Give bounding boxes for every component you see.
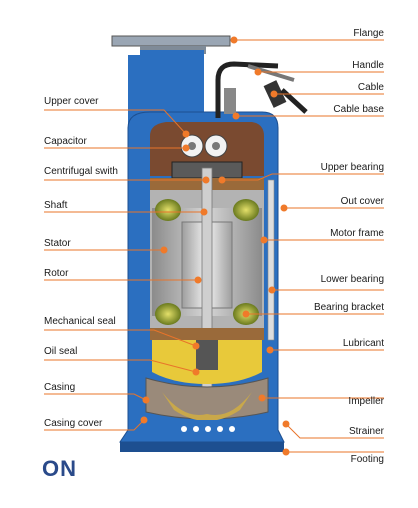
handle — [215, 61, 295, 118]
label-capacitor: Capacitor — [44, 136, 87, 147]
support-rod — [267, 179, 275, 341]
label-footing: Footing — [350, 454, 384, 465]
footing — [120, 442, 284, 452]
label-lower-bearing: Lower bearing — [320, 274, 384, 285]
label-lubricant: Lubricant — [342, 338, 384, 349]
label-centrifugal-switch: Centrifugal swith — [44, 166, 118, 177]
bearing-bracket — [150, 328, 264, 340]
label-cable: Cable — [357, 82, 384, 93]
label-casing: Casing — [44, 382, 76, 393]
strainer — [150, 420, 264, 438]
stator-windings — [155, 199, 259, 325]
label-motor-frame: Motor frame — [330, 228, 384, 239]
label-mechanical-seal: Mechanical seal — [44, 316, 116, 327]
label-rotor: Rotor — [44, 268, 69, 279]
label-impeller: Impeller — [348, 396, 384, 407]
label-oil-seal: Oil seal — [44, 346, 78, 357]
label-bearing-bracket: Bearing bracket — [313, 302, 384, 313]
label-out-cover: Out cover — [340, 196, 384, 207]
label-flange: Flange — [353, 28, 384, 39]
cable-assembly — [224, 80, 308, 114]
label-stator: Stator — [44, 238, 71, 249]
label-upper-bearing: Upper bearing — [320, 162, 384, 173]
label-cable-base: Cable base — [333, 104, 384, 115]
label-shaft: Shaft — [44, 200, 68, 211]
capacitor — [180, 134, 228, 158]
label-casing-cover: Casing cover — [44, 418, 103, 429]
label-handle: Handle — [352, 60, 384, 71]
watermark-fragment: ON — [42, 456, 77, 481]
label-upper-cover: Upper cover — [44, 96, 99, 107]
impeller — [162, 392, 252, 421]
leader-lines-left — [44, 109, 206, 431]
label-strainer: Strainer — [348, 426, 384, 437]
leader-dots — [140, 36, 290, 456]
mechanical-seal — [196, 340, 218, 370]
leader-lines-right — [222, 39, 384, 453]
